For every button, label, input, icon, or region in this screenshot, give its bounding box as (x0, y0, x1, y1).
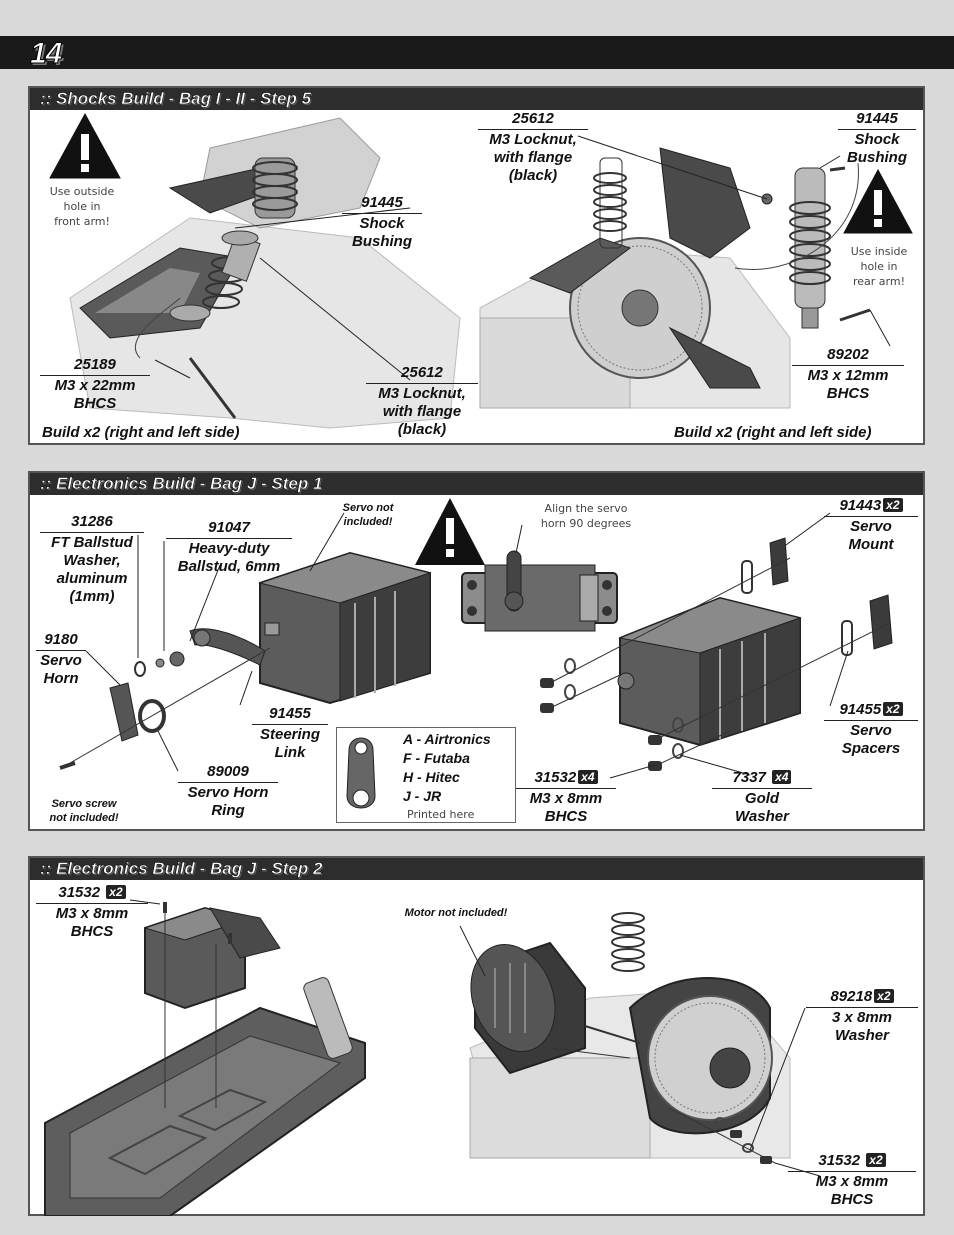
part-label-91445-left: 91445 Shock Bushing (342, 194, 422, 251)
part-label-91455-steering: 91455 Steering Link (252, 705, 328, 762)
build-note-left: Build x2 (right and left side) (42, 424, 240, 441)
part-label-25612-left: 25612 M3 Locknut, with flange (black) (366, 364, 478, 439)
build-note-right: Build x2 (right and left side) (674, 424, 872, 441)
manufacturer-legend: A - Airtronics F - Futaba H - Hitec J - … (336, 727, 516, 823)
align-horn-note: Align the servo horn 90 degrees (540, 502, 632, 530)
panel-header (30, 473, 923, 495)
part-label-31532-motor: 31532 x2 M3 x 8mm BHCS (788, 1152, 916, 1209)
panel-title: :: Shocks Build - Bag I - II - Step 5 (40, 89, 312, 109)
page-number: 14 (29, 37, 62, 71)
part-label-25189: 25189 M3 x 22mm BHCS (40, 356, 150, 413)
motor-not-included-note: Motor not included! (404, 907, 508, 919)
electronics-step1-illustration (59, 498, 893, 779)
part-label-89202: 89202 M3 x 12mm BHCS (792, 346, 904, 403)
electronics-step1-panel: :: Electronics Build - Bag J - Step 1 (28, 471, 925, 831)
part-label-91047: 91047 Heavy-duty Ballstud, 6mm (166, 519, 292, 576)
electronics-step2-panel: :: Electronics Build - Bag J - Step 2 (28, 856, 925, 1216)
legend-row-hitec: H - Hitec (403, 769, 460, 785)
part-label-31532-servo: 31532 x2 M3 x 8mm BHCS (36, 884, 148, 941)
part-label-9180: 9180 Servo Horn (36, 631, 86, 688)
legend-row-jr: J - JR (403, 788, 442, 804)
legend-row-futaba: F - Futaba (403, 750, 470, 766)
panel-header (30, 858, 923, 880)
servo-not-included-note: Servo not included! (342, 502, 394, 528)
front-arm-hole-note: Use outside hole in front arm! (49, 185, 115, 228)
shocks-build-panel: :: Shocks Build - Bag I - II - Step 5 (28, 86, 925, 445)
page-header-bar (0, 36, 954, 69)
part-label-91445-right: 91445 Shock Bushing (838, 110, 916, 167)
servo-horn-icon (346, 737, 376, 809)
electronics-step2-illustration (44, 899, 821, 1216)
panel-header (30, 88, 923, 110)
panel-title: :: Electronics Build - Bag J - Step 1 (40, 474, 323, 494)
part-label-7337: 7337 x4 Gold Washer (712, 769, 812, 826)
legend-row-airtronics: A - Airtronics (403, 731, 491, 747)
shocks-illustration (49, 112, 913, 429)
rear-arm-hole-note: Use inside hole in rear arm! (850, 245, 908, 288)
part-label-89009: 89009 Servo Horn Ring (178, 763, 278, 820)
part-label-25612-right: 25612 M3 Locknut, with flange (black) (478, 110, 588, 185)
panel-title: :: Electronics Build - Bag J - Step 2 (40, 859, 323, 879)
servo-screw-note: Servo screw not included! (49, 798, 119, 824)
printed-here-note: Printed here (407, 808, 475, 821)
part-label-31286: 31286 FT Ballstud Washer, aluminum (1mm) (40, 513, 144, 606)
